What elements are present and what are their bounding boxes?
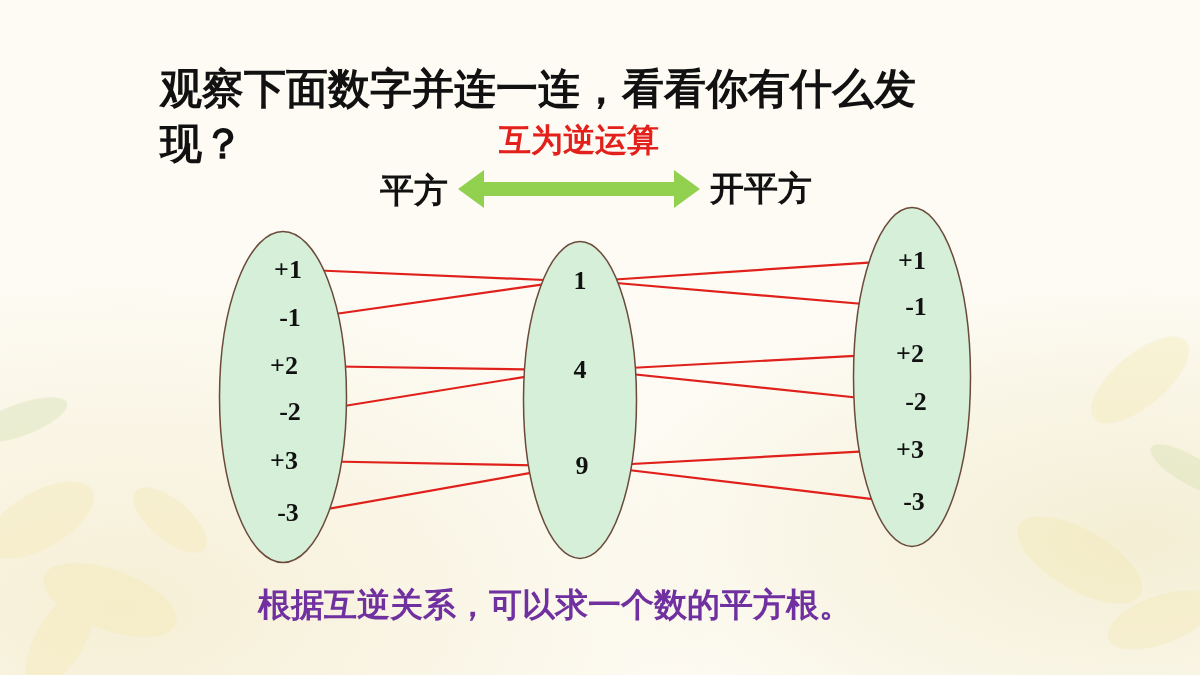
number-box: +2	[893, 339, 927, 369]
mapping-arrow	[595, 451, 879, 466]
number-text: +2	[896, 339, 924, 368]
caption: 根据互逆关系，可以求一个数的平方根。	[258, 584, 852, 627]
number-text: 9	[576, 451, 589, 480]
number-box: 4	[571, 355, 590, 385]
number-box: -2	[276, 397, 304, 427]
mapping-arrow	[307, 283, 556, 318]
number-text: -3	[277, 498, 299, 527]
number-text: -1	[905, 292, 927, 321]
mapping-arrow	[305, 468, 558, 513]
mapping-arrow	[595, 466, 886, 501]
number-text: 1	[574, 266, 587, 295]
number-box: +3	[893, 435, 927, 465]
mapping-arrow	[593, 262, 881, 281]
number-text: +2	[270, 351, 298, 380]
number-box: 1	[571, 266, 590, 296]
number-text: 4	[574, 355, 587, 384]
number-text: -2	[905, 387, 927, 416]
number-text: +3	[896, 435, 924, 464]
number-set-ellipse: 1 4 9	[522, 240, 638, 560]
number-box: +3	[267, 446, 301, 476]
inverse-double-arrow	[458, 170, 700, 208]
number-box: -1	[902, 292, 930, 322]
number-box: -1	[276, 303, 304, 333]
number-box: -3	[900, 487, 928, 517]
number-box: -2	[902, 387, 930, 417]
number-text: -3	[903, 487, 925, 516]
number-set-ellipse: +1 -1 +2 -2 +3 -3	[218, 230, 348, 564]
number-text: -1	[279, 303, 301, 332]
number-box: +2	[267, 351, 301, 381]
number-text: +3	[270, 446, 298, 475]
number-text: +1	[274, 255, 302, 284]
number-set-ellipse: +1 -1 +2 -2 +3 -3	[852, 206, 972, 548]
number-text: -2	[279, 397, 301, 426]
number-text: +1	[898, 246, 926, 275]
number-box: 9	[573, 451, 592, 481]
operation-text: 开平方	[710, 168, 812, 208]
operation-text: 平方	[380, 170, 448, 210]
operation-label: 平方	[378, 170, 450, 211]
mapping-arrow	[308, 270, 556, 280]
number-box: -3	[274, 498, 302, 528]
operation-label: 开平方	[708, 168, 814, 209]
edge-label: 互为逆运算	[499, 121, 659, 159]
mapping-arrow	[593, 281, 888, 306]
number-box: +1	[271, 255, 305, 285]
number-box: +1	[895, 246, 929, 276]
